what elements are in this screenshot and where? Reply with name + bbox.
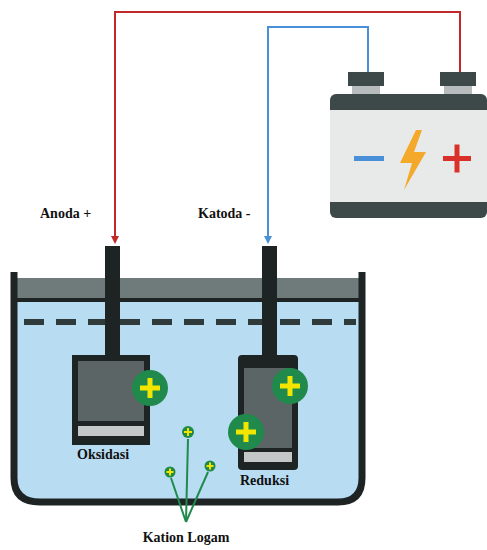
reduction-label: Reduksi bbox=[240, 473, 289, 488]
battery bbox=[330, 72, 487, 218]
leader-line bbox=[171, 439, 208, 522]
anode-label: Anoda + bbox=[40, 206, 91, 221]
anode-electrode bbox=[72, 246, 150, 445]
cation-label: Kation Logam bbox=[143, 530, 230, 545]
cathode-electrode bbox=[238, 246, 298, 470]
cathode-label: Katoda - bbox=[198, 206, 251, 221]
metal-cation bbox=[132, 368, 308, 478]
oxidation-label: Oksidasi bbox=[77, 447, 129, 462]
